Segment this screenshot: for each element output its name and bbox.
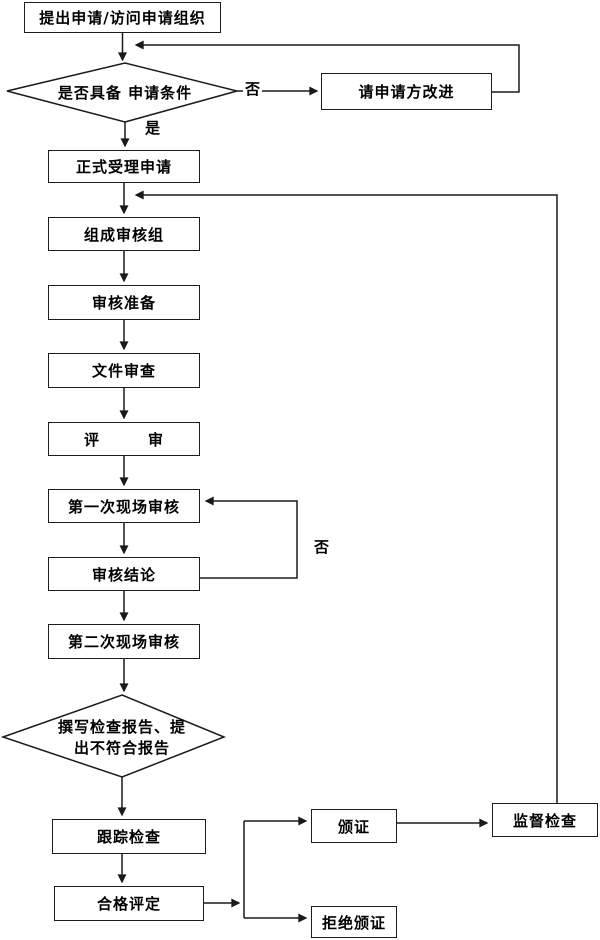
node-start: 提出申请/访问申请组织 (24, 2, 221, 33)
decision-check-condition-shape (6, 62, 240, 123)
node-conformity: 合格评定 (54, 886, 204, 921)
decision-write-report-label: 撰写检查报告、提 出不符合报告 (37, 717, 207, 759)
node-issue-cert: 颁证 (311, 809, 397, 843)
edge-label-no-conclusion: 否 (312, 538, 332, 556)
node-accept: 正式受理申请 (48, 150, 200, 183)
edge-label-yes: 是 (143, 119, 163, 137)
decision-write-report-line2: 出不符合报告 (73, 739, 170, 757)
edge-improve-feedback (134, 40, 520, 93)
node-supervision: 监督检查 (492, 803, 598, 837)
node-first-onsite: 第一次现场审核 (48, 489, 200, 523)
node-improve: 请申请方改进 (321, 73, 492, 110)
node-follow-up: 跟踪检查 (52, 819, 206, 854)
node-refuse-cert: 拒绝颁证 (311, 906, 397, 938)
node-doc-review: 文件审查 (48, 353, 200, 388)
edge-supervision-feedback (134, 190, 558, 803)
node-second-onsite: 第二次现场审核 (48, 624, 200, 659)
edge-conclusion-no-loop (200, 496, 298, 579)
decision-write-report-shape (0, 694, 227, 778)
node-audit-conclusion: 审核结论 (48, 557, 200, 591)
decision-write-report-line1: 撰写检查报告、提 (57, 718, 186, 736)
node-form-team: 组成审核组 (48, 217, 200, 251)
edge-label-no-condition: 否 (243, 80, 263, 98)
decision-check-condition-label: 是否具备 申请条件 (57, 84, 193, 102)
node-review: 评 审 (48, 422, 200, 456)
node-audit-prepare: 审核准备 (48, 285, 200, 320)
